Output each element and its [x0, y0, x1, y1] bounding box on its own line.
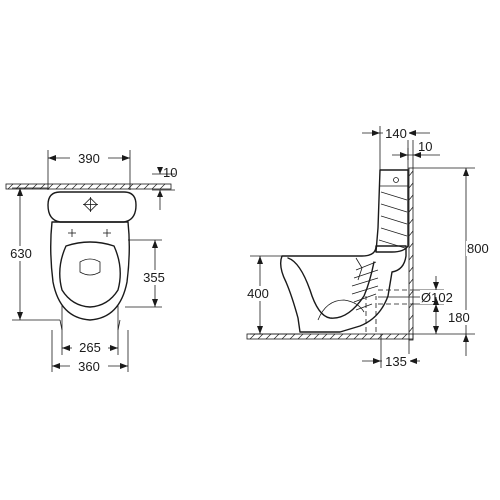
top-bowl-outer	[50, 221, 130, 321]
dim-side-seat-height-label: 400	[247, 286, 269, 301]
side-view: 140 10 800 400	[242, 126, 496, 369]
dim-top-wall-gap-label: 10	[163, 165, 177, 180]
top-drain	[79, 258, 101, 276]
dim-side-outlet-height-label: 180	[448, 310, 470, 325]
side-trap	[287, 257, 375, 319]
dim-side-tank-depth: 140	[362, 126, 430, 170]
dim-top-depth-label: 630	[10, 246, 32, 261]
dim-side-outlet-height: 180	[433, 297, 478, 334]
dim-top-depth: 630	[5, 187, 60, 321]
side-cistern	[375, 169, 409, 253]
dim-top-outer-width-label: 360	[78, 359, 100, 374]
flush-button-symbol	[83, 197, 98, 212]
dim-side-total-height: 800	[413, 167, 496, 356]
dim-side-seat-height: 400	[242, 255, 300, 335]
dim-top-seat-depth-label: 355	[143, 270, 165, 285]
top-bowl-inner	[59, 241, 121, 308]
top-view: 390 10 630	[5, 150, 177, 374]
dim-top-wall-gap: 10	[152, 165, 177, 210]
dim-side-outlet-diameter: Ø102	[410, 276, 460, 312]
top-wall	[5, 183, 172, 190]
top-cistern	[47, 191, 137, 223]
dim-top-seat-depth: 355	[125, 239, 170, 308]
side-floor	[246, 333, 414, 340]
dim-top-width-label: 390	[78, 151, 100, 166]
dim-side-wall-gap-label: 10	[418, 139, 432, 154]
dim-side-total-height-label: 800	[467, 241, 489, 256]
dim-side-tank-depth-label: 140	[385, 126, 407, 141]
dim-top-inner-width-label: 265	[79, 340, 101, 355]
side-bowl	[279, 245, 407, 333]
dim-side-outlet-offset-label: 135	[385, 354, 407, 369]
dim-top-width: 390	[47, 150, 131, 190]
dim-top-inner-width: 265	[61, 305, 119, 355]
dim-side-wall-gap: 10	[392, 139, 440, 168]
dim-side-outlet-offset: 135	[362, 334, 420, 369]
dim-top-outer-width: 360	[51, 330, 129, 374]
seat-fixing-marks	[68, 229, 111, 237]
side-wall	[408, 167, 414, 341]
dim-side-outlet-diameter-label: Ø102	[421, 290, 453, 305]
